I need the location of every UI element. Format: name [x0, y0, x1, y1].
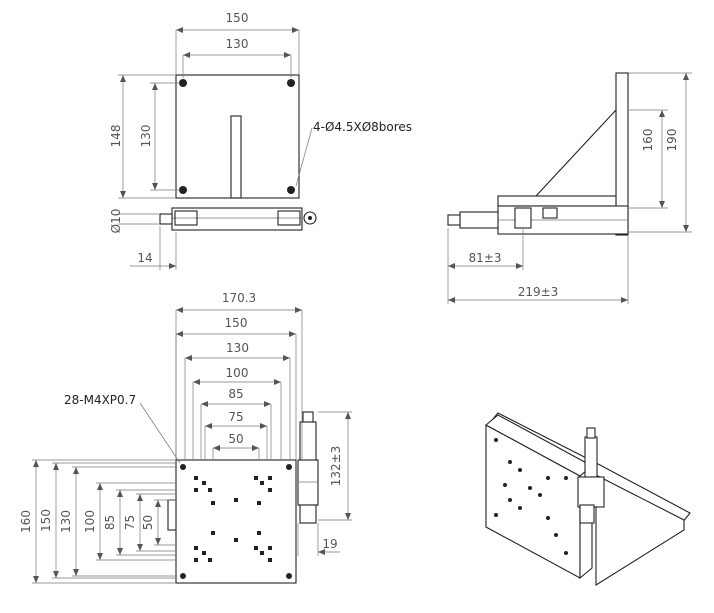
front-hdim-6: 50 — [212, 432, 260, 460]
top-view-plate — [175, 74, 300, 199]
front-hdim-2: 130 — [184, 341, 291, 460]
bore-note: 4-Ø4.5XØ8bores — [313, 120, 412, 134]
dim-side-160: 160 — [641, 129, 655, 152]
dim-micrometer-height: 132±3 — [329, 446, 343, 487]
dim-height-130: 130 — [139, 125, 153, 148]
front-vdim-label-2: 130 — [59, 510, 73, 533]
dim-side-81: 81±3 — [469, 251, 502, 265]
dim-shaft-diameter: Ø10 — [109, 209, 123, 234]
front-hdim-label-0: 170.3 — [222, 291, 256, 305]
front-hdim-1: 150 — [175, 316, 297, 460]
front-hdim-4: 85 — [200, 387, 272, 460]
front-hdim-label-5: 75 — [228, 410, 243, 424]
top-view-stage-base — [159, 207, 317, 231]
front-vdim-6: 50 — [141, 499, 176, 546]
front-hdim-label-3: 100 — [226, 366, 249, 380]
front-hdim-label-2: 130 — [226, 341, 249, 355]
front-vdim-label-1: 150 — [39, 509, 53, 532]
front-hdim-3: 100 — [192, 366, 282, 460]
front-vdim-1: 150 — [39, 462, 176, 579]
front-vdim-label-3: 100 — [83, 510, 97, 533]
front-view-micrometer — [297, 411, 319, 524]
front-hdim-label-4: 85 — [228, 387, 243, 401]
top-view: 150 130 148 130 4-Ø4.5XØ8bores Ø10 14 — [109, 11, 412, 270]
iso-vertical-plate — [485, 414, 593, 580]
dim-width-150: 150 — [226, 11, 249, 25]
front-view-plate — [167, 459, 297, 584]
front-hdim-label-1: 150 — [225, 316, 248, 330]
dim-shaft-length: 14 — [137, 251, 152, 265]
dim-side-190: 190 — [665, 129, 679, 152]
isometric-view — [485, 412, 691, 586]
front-vdim-5: 75 — [123, 493, 176, 552]
thread-note: 28-M4XP0.7 — [64, 393, 136, 407]
front-vdim-3: 100 — [83, 482, 176, 561]
front-vdim-0: 160 — [19, 459, 176, 584]
front-vdim-label-0: 160 — [19, 510, 33, 533]
side-view-micrometer — [447, 207, 558, 229]
dim-width-130: 130 — [226, 37, 249, 51]
dim-micrometer-offset: 19 — [322, 537, 337, 551]
front-vdim-label-5: 75 — [123, 515, 137, 530]
front-vdim-label-6: 50 — [141, 515, 155, 530]
front-hdim-0: 170.3 — [175, 291, 303, 460]
front-hdim-5: 75 — [204, 410, 268, 460]
dim-height-148: 148 — [109, 125, 123, 148]
front-vdim-4: 85 — [103, 489, 176, 556]
front-vdim-2: 130 — [59, 466, 176, 577]
iso-micrometer — [577, 427, 605, 524]
front-vdim-label-4: 85 — [103, 515, 117, 530]
front-hdim-label-6: 50 — [228, 432, 243, 446]
side-view: 160 190 81±3 219±3 — [447, 72, 692, 304]
dim-side-219: 219±3 — [518, 285, 559, 299]
